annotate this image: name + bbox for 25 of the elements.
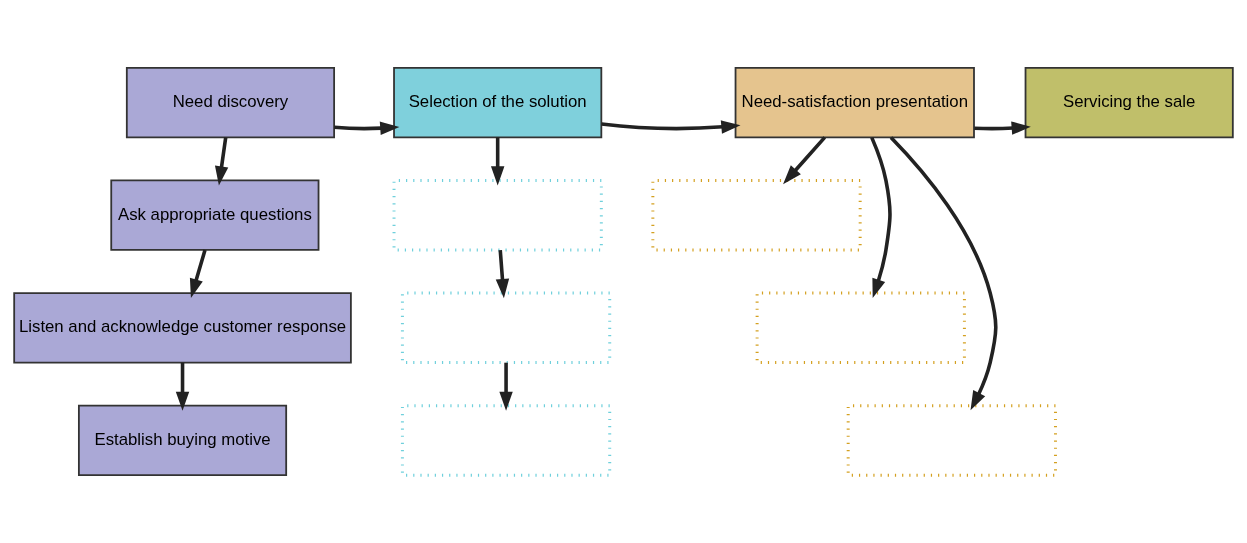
node-box: Servicing the sale bbox=[1024, 66, 1234, 139]
node-box: Need-satisfaction presentation bbox=[734, 66, 975, 139]
arrow bbox=[189, 249, 207, 298]
arrow bbox=[175, 362, 190, 411]
arrow bbox=[870, 136, 892, 298]
arrow bbox=[889, 136, 998, 411]
node-box: Ask appropriate questions bbox=[110, 179, 320, 251]
node-box bbox=[651, 178, 862, 252]
node-box bbox=[846, 404, 1057, 477]
arrow bbox=[334, 121, 400, 135]
node-box: Establish buying motive bbox=[77, 404, 288, 477]
node-box: Need discovery bbox=[125, 66, 335, 139]
arrow bbox=[974, 121, 1031, 135]
arrow bbox=[783, 136, 827, 185]
node-box: Listen and acknowledge customer response bbox=[13, 292, 352, 364]
node-box bbox=[755, 291, 966, 365]
arrow bbox=[214, 137, 229, 186]
arrow bbox=[499, 362, 513, 411]
arrow bbox=[495, 249, 510, 299]
node-box: Selection of the solution bbox=[393, 66, 603, 139]
arrow bbox=[490, 137, 505, 186]
arrow bbox=[601, 120, 741, 134]
node-box bbox=[400, 404, 612, 477]
node-box bbox=[400, 291, 612, 365]
node-box bbox=[392, 178, 603, 252]
